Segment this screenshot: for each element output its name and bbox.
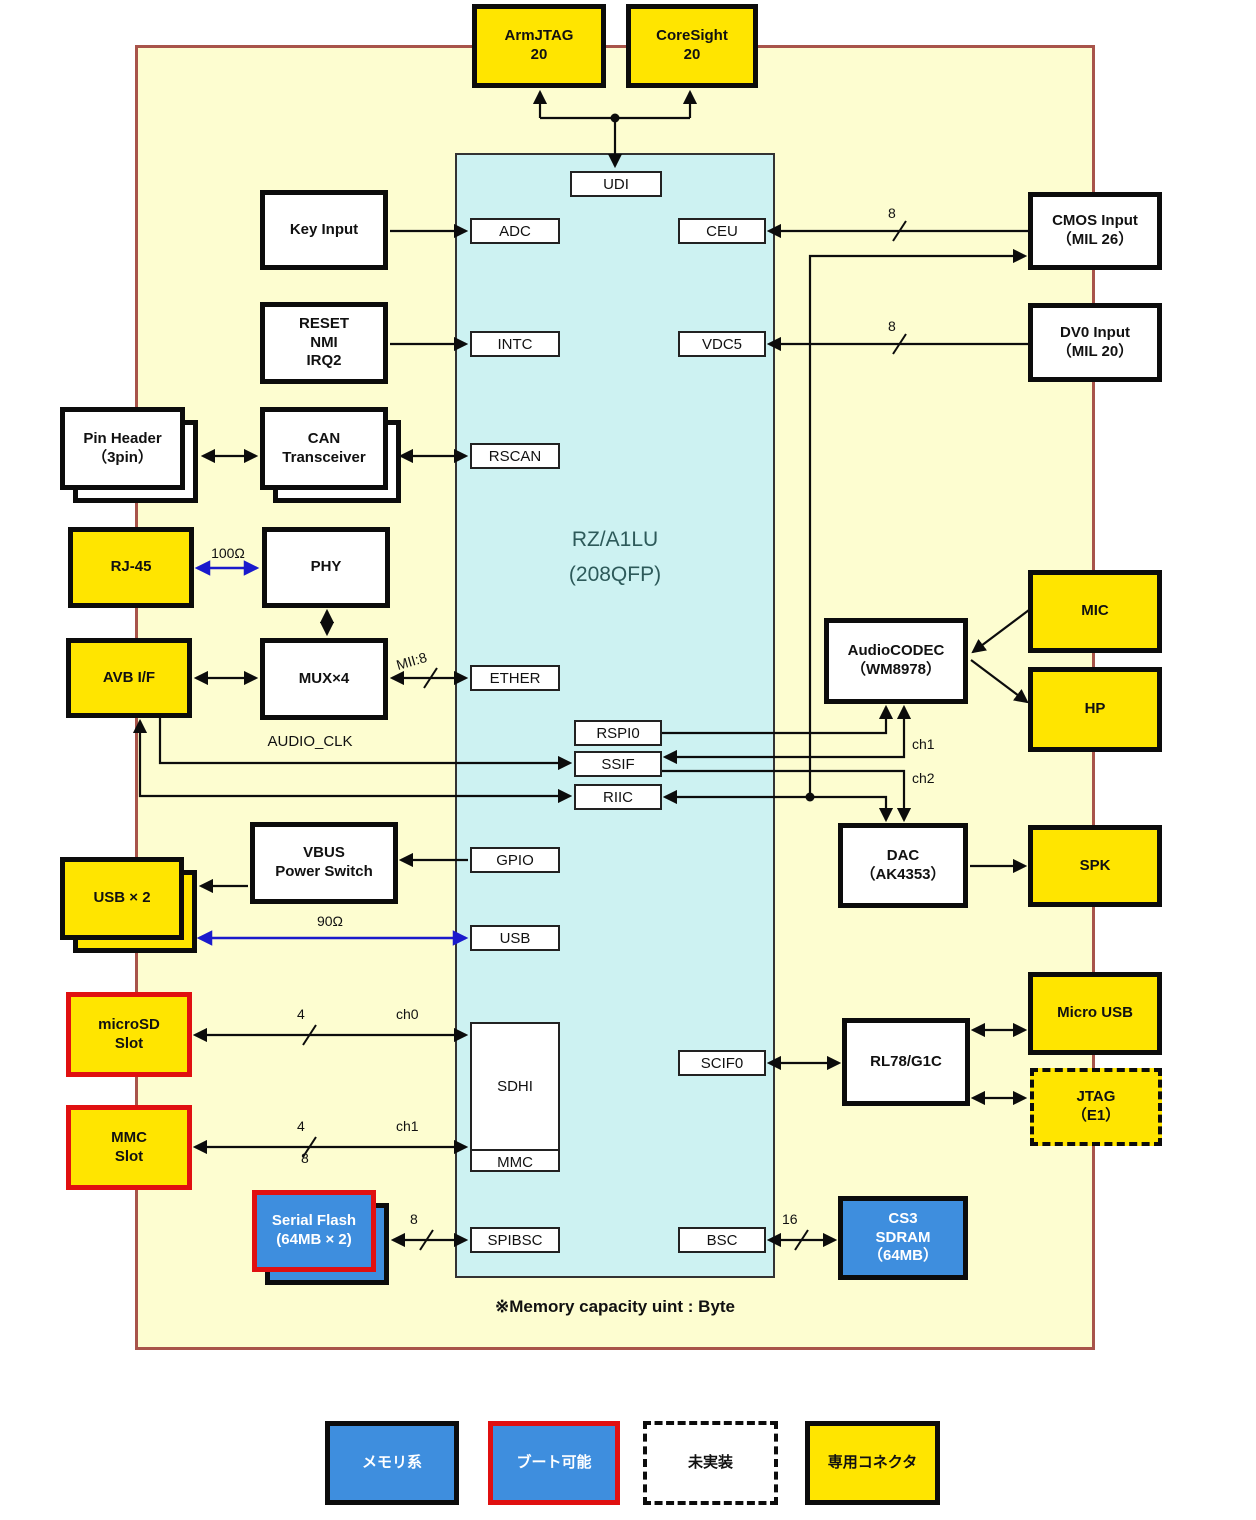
audio-codec-box: AudioCODEC （WM8978）: [824, 618, 968, 704]
legend-unmounted: 未実装: [643, 1421, 778, 1505]
hp-box: HP: [1028, 667, 1162, 752]
dv0-input-box: DV0 Input （MIL 20）: [1028, 303, 1162, 382]
port-sdhi-mmc: SDHI MMC: [470, 1022, 560, 1172]
avb-if-box: AVB I/F: [66, 638, 192, 718]
port-mmc-label: MMC: [472, 1149, 558, 1174]
serial-flash-box: Serial Flash (64MB × 2): [252, 1190, 376, 1272]
mux-box: MUX×4: [260, 638, 388, 720]
mic-box: MIC: [1028, 570, 1162, 653]
rl78-box: RL78/G1C: [842, 1018, 970, 1106]
label-sdram-width: 16: [782, 1211, 798, 1227]
port-bsc: BSC: [678, 1227, 766, 1253]
label-100ohm: 100Ω: [211, 545, 245, 561]
port-usb: USB: [470, 925, 560, 951]
port-rspi0: RSPI0: [574, 720, 662, 746]
usb2-box: USB × 2: [60, 857, 184, 940]
port-gpio: GPIO: [470, 847, 560, 873]
label-90ohm: 90Ω: [316, 913, 344, 929]
rj45-box: RJ-45: [68, 527, 194, 608]
port-udi: UDI: [570, 171, 662, 197]
port-ceu: CEU: [678, 218, 766, 244]
pin-header-box: Pin Header （3pin）: [60, 407, 185, 490]
reset-box: RESET NMI IRQ2: [260, 302, 388, 384]
port-intc: INTC: [470, 331, 560, 357]
memory-footnote: ※Memory capacity uint : Byte: [494, 1297, 736, 1316]
port-vdc5: VDC5: [678, 331, 766, 357]
micro-usb-box: Micro USB: [1028, 972, 1162, 1055]
port-sdhi-label: SDHI: [497, 1078, 533, 1095]
legend-memory: メモリ系: [325, 1421, 459, 1505]
label-audio-ch1: ch1: [912, 736, 935, 752]
cmos-input-box: CMOS Input （MIL 26）: [1028, 192, 1162, 270]
port-rscan: RSCAN: [470, 443, 560, 469]
can-transceiver-box: CAN Transceiver: [260, 407, 388, 490]
mmc-slot-box: MMC Slot: [66, 1105, 192, 1190]
dac-box: DAC （AK4353）: [838, 823, 968, 908]
label-dv0-width: 8: [888, 318, 896, 334]
legend-connector: 専用コネクタ: [805, 1421, 940, 1505]
port-spibsc: SPIBSC: [470, 1227, 560, 1253]
jtag-e1-box: JTAG （E1）: [1030, 1068, 1162, 1146]
label-sd-ch0: ch0: [396, 1006, 419, 1022]
label-mmc-width4: 4: [297, 1118, 305, 1134]
spk-box: SPK: [1028, 825, 1162, 907]
label-audio-ch2: ch2: [912, 770, 935, 786]
legend-bootable: ブート可能: [488, 1421, 620, 1505]
sdram-box: CS3 SDRAM （64MB）: [838, 1196, 968, 1280]
port-adc: ADC: [470, 218, 560, 244]
microsd-slot-box: microSD Slot: [66, 992, 192, 1077]
port-ether: ETHER: [470, 665, 560, 691]
coresight-box: CoreSight 20: [626, 4, 758, 88]
label-mmc-ch1: ch1: [396, 1118, 419, 1134]
soc-title: RZ/A1LU (208QFP): [568, 528, 662, 586]
label-mmc-width8: 8: [301, 1150, 309, 1166]
label-sd-width: 4: [297, 1006, 305, 1022]
vbus-power-switch-box: VBUS Power Switch: [250, 822, 398, 904]
port-scif0: SCIF0: [678, 1050, 766, 1076]
label-audio-clk: AUDIO_CLK: [267, 733, 353, 750]
label-cmos-width: 8: [888, 205, 896, 221]
arm-jtag-box: ArmJTAG 20: [472, 4, 606, 88]
port-ssif: SSIF: [574, 751, 662, 777]
label-flash-width: 8: [410, 1211, 418, 1227]
phy-box: PHY: [262, 527, 390, 608]
port-riic: RIIC: [574, 784, 662, 810]
key-input-box: Key Input: [260, 190, 388, 270]
